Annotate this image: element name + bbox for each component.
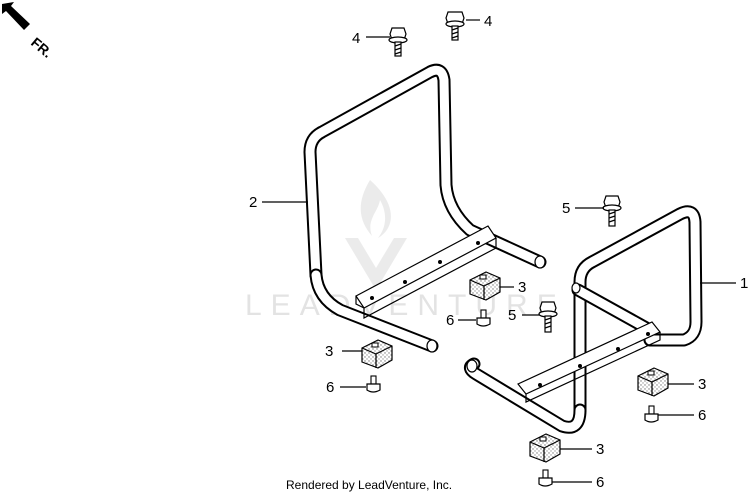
bolt-part-4-upper (445, 11, 465, 41)
callout-3-d: 3 (596, 441, 604, 458)
callout-3-b: 3 (325, 343, 333, 360)
callout-3-c: 3 (698, 376, 706, 393)
screw-part-6-d (538, 469, 553, 487)
rubber-mount-part-3-c (637, 367, 669, 397)
screw-part-6-a (476, 309, 491, 327)
rubber-mount-part-3-d (529, 433, 561, 463)
frame-part-1 (464, 205, 703, 434)
screw-part-6-c (644, 405, 659, 423)
callout-6-b: 6 (326, 379, 334, 396)
callout-2: 2 (249, 194, 257, 211)
watermark-logo (345, 180, 407, 290)
callout-4-upper: 4 (484, 13, 492, 30)
callout-4-left: 4 (352, 30, 360, 47)
screw-part-6-b (366, 375, 381, 393)
render-credit: Rendered by LeadVenture, Inc. (286, 478, 452, 492)
callout-5-upper: 5 (562, 200, 570, 217)
front-direction-arrow (2, 2, 30, 30)
callout-1: 1 (740, 275, 748, 292)
bolt-part-5-upper (602, 195, 622, 227)
callout-6-c: 6 (698, 407, 706, 424)
bolt-part-5-lower (538, 301, 558, 333)
callout-6-d: 6 (596, 474, 604, 491)
frame-part-2 (303, 63, 547, 353)
rubber-mount-part-3-a (469, 271, 501, 301)
bolt-part-4-left (388, 27, 408, 57)
leader-lines (262, 19, 736, 483)
callout-6-a: 6 (446, 312, 454, 329)
watermark-text: LEADVENTURE (245, 289, 566, 322)
front-label: FR. (28, 34, 56, 61)
rubber-mount-part-3-b (361, 339, 393, 369)
callout-5-lower: 5 (508, 307, 516, 324)
callout-3-a: 3 (518, 279, 526, 296)
